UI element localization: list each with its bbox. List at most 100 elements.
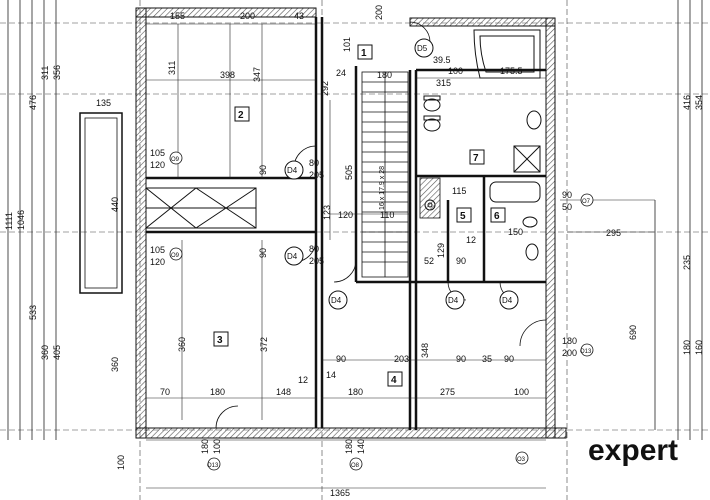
dim-bath-90: 90 xyxy=(456,256,466,266)
bath-fixtures xyxy=(423,29,542,261)
dim-bath-50: 50 xyxy=(562,202,572,212)
room-2-label: 2 xyxy=(238,110,244,121)
dim-bath-295: 295 xyxy=(606,228,621,238)
balcony xyxy=(79,112,123,294)
dim-right-180: 180 xyxy=(562,336,577,346)
dim-door-80a: 80 xyxy=(309,158,319,168)
dim-top-200b: 200 xyxy=(374,5,384,20)
dim-ls-311: 311 xyxy=(40,66,50,80)
dim-left-440: 440 xyxy=(110,197,120,212)
room-3-label: 3 xyxy=(217,335,223,346)
marker-o13-a: O13 xyxy=(580,349,592,355)
dim-bottom-140: 140 xyxy=(356,439,366,454)
dim-bottom-180b: 180 xyxy=(344,439,354,454)
marker-o3: O3 xyxy=(517,457,526,463)
dim-top-39-5: 39.5 xyxy=(433,55,451,65)
dim-room3-148: 148 xyxy=(276,387,291,397)
door-swings xyxy=(215,21,547,429)
chimney xyxy=(419,177,441,219)
dim-room4-90c: 90 xyxy=(504,354,514,364)
dim-ls-405: 405 xyxy=(52,345,62,360)
dim-top-100: 100 xyxy=(448,66,463,76)
door-tag-5: D4 xyxy=(502,296,513,305)
dim-room4-90b: 90 xyxy=(456,354,466,364)
dim-mid-123: 123 xyxy=(322,205,332,220)
dim-left-360: 360 xyxy=(110,357,120,372)
dim-mid-110: 110 xyxy=(380,210,394,220)
dim-room2-292: 292 xyxy=(320,81,330,96)
dim-room2-311: 311 xyxy=(167,61,177,75)
dim-rs-354: 354 xyxy=(694,95,704,110)
inner-dimension-lines xyxy=(146,23,655,489)
door-tag-3: D4 xyxy=(331,296,342,305)
room-label-boxes xyxy=(213,44,506,387)
interior-walls xyxy=(146,17,546,430)
dim-ls-360: 360 xyxy=(40,345,50,360)
dim-mid-120: 120 xyxy=(338,210,353,220)
dim-top-43: 43 xyxy=(294,11,304,21)
dim-bottom-180a: 180 xyxy=(200,439,210,454)
stair-label: 16 x 17.9 x 28 xyxy=(379,166,386,210)
dim-mid-90b: 90 xyxy=(258,248,268,258)
dim-left-120b: 120 xyxy=(150,257,165,267)
dim-left-135: 135 xyxy=(96,98,111,108)
dim-mid-505: 505 xyxy=(344,165,354,180)
dim-room4-100: 100 xyxy=(514,387,529,397)
watermark-logo: expert xyxy=(588,434,678,467)
cross-box xyxy=(145,187,257,229)
dim-room2-315: 315 xyxy=(436,78,451,88)
dim-room2-398: 398 xyxy=(220,70,235,80)
door-tag-4: D4 xyxy=(448,296,459,305)
dim-ls-356: 356 xyxy=(52,65,62,80)
dim-bath-90r: 90 xyxy=(562,190,572,200)
room-5-label: 5 xyxy=(460,211,466,222)
dim-room4-203: 203 xyxy=(394,354,409,364)
dim-left-105a: 105 xyxy=(150,148,165,158)
dim-bath-115: 115 xyxy=(452,186,466,196)
dim-bath-150: 150 xyxy=(508,227,523,237)
marker-o7: O7 xyxy=(582,199,591,205)
dim-bath-52: 52 xyxy=(424,256,434,266)
dim-right-200: 200 xyxy=(562,348,577,358)
dim-bath-12: 12 xyxy=(466,235,476,245)
dim-room3-360: 360 xyxy=(177,337,187,352)
dim-top-101: 101 xyxy=(342,37,352,52)
dim-room3-14: 14 xyxy=(326,370,336,380)
dim-room2-180: 180 xyxy=(377,70,392,80)
dim-bottom-100b: 100 xyxy=(116,455,126,470)
marker-o8: O8 xyxy=(351,463,360,469)
dim-ls-1111: 1111 xyxy=(4,212,14,230)
dim-top-155: 155 xyxy=(170,11,185,21)
dim-rs-180: 180 xyxy=(682,340,692,355)
dim-room4-90a: 90 xyxy=(336,354,346,364)
right-dimension-lines xyxy=(654,0,703,440)
dim-door-205a: 205 xyxy=(309,170,324,180)
dim-room4-35: 35 xyxy=(482,354,492,364)
dim-rs-160: 160 xyxy=(694,340,704,355)
dim-ls-533: 533 xyxy=(28,305,38,320)
dim-door-80b: 80 xyxy=(309,244,319,254)
dim-mid-90a: 90 xyxy=(258,165,268,175)
marker-o13-b: O13 xyxy=(207,463,219,469)
dim-rs-235: 235 xyxy=(682,255,692,270)
grid-marker-circles xyxy=(169,151,594,471)
room-4-label: 4 xyxy=(391,375,397,386)
dim-room3-12: 12 xyxy=(298,375,308,385)
door-tag-2: D4 xyxy=(287,252,298,261)
door-tag-1: D4 xyxy=(287,166,298,175)
dim-top-175-5: 175.5 xyxy=(500,66,523,76)
dim-room3-372: 372 xyxy=(259,337,269,352)
dim-rs-416: 416 xyxy=(682,95,692,110)
dim-bottom-1365: 1365 xyxy=(330,488,350,498)
marker-o9-b: O9 xyxy=(171,253,180,259)
room-7-label: 7 xyxy=(473,153,479,164)
door-tag-circles xyxy=(284,38,519,310)
room-6-label: 6 xyxy=(494,211,500,222)
dim-ls-1046: 1046 xyxy=(16,210,26,230)
dim-left-105b: 105 xyxy=(150,245,165,255)
door-tag-6: D5 xyxy=(417,44,428,53)
dim-door-205b: 205 xyxy=(309,256,324,266)
left-dimension-lines xyxy=(7,0,57,440)
dim-top-200: 200 xyxy=(240,11,255,21)
room-1-label: 1 xyxy=(361,48,367,59)
